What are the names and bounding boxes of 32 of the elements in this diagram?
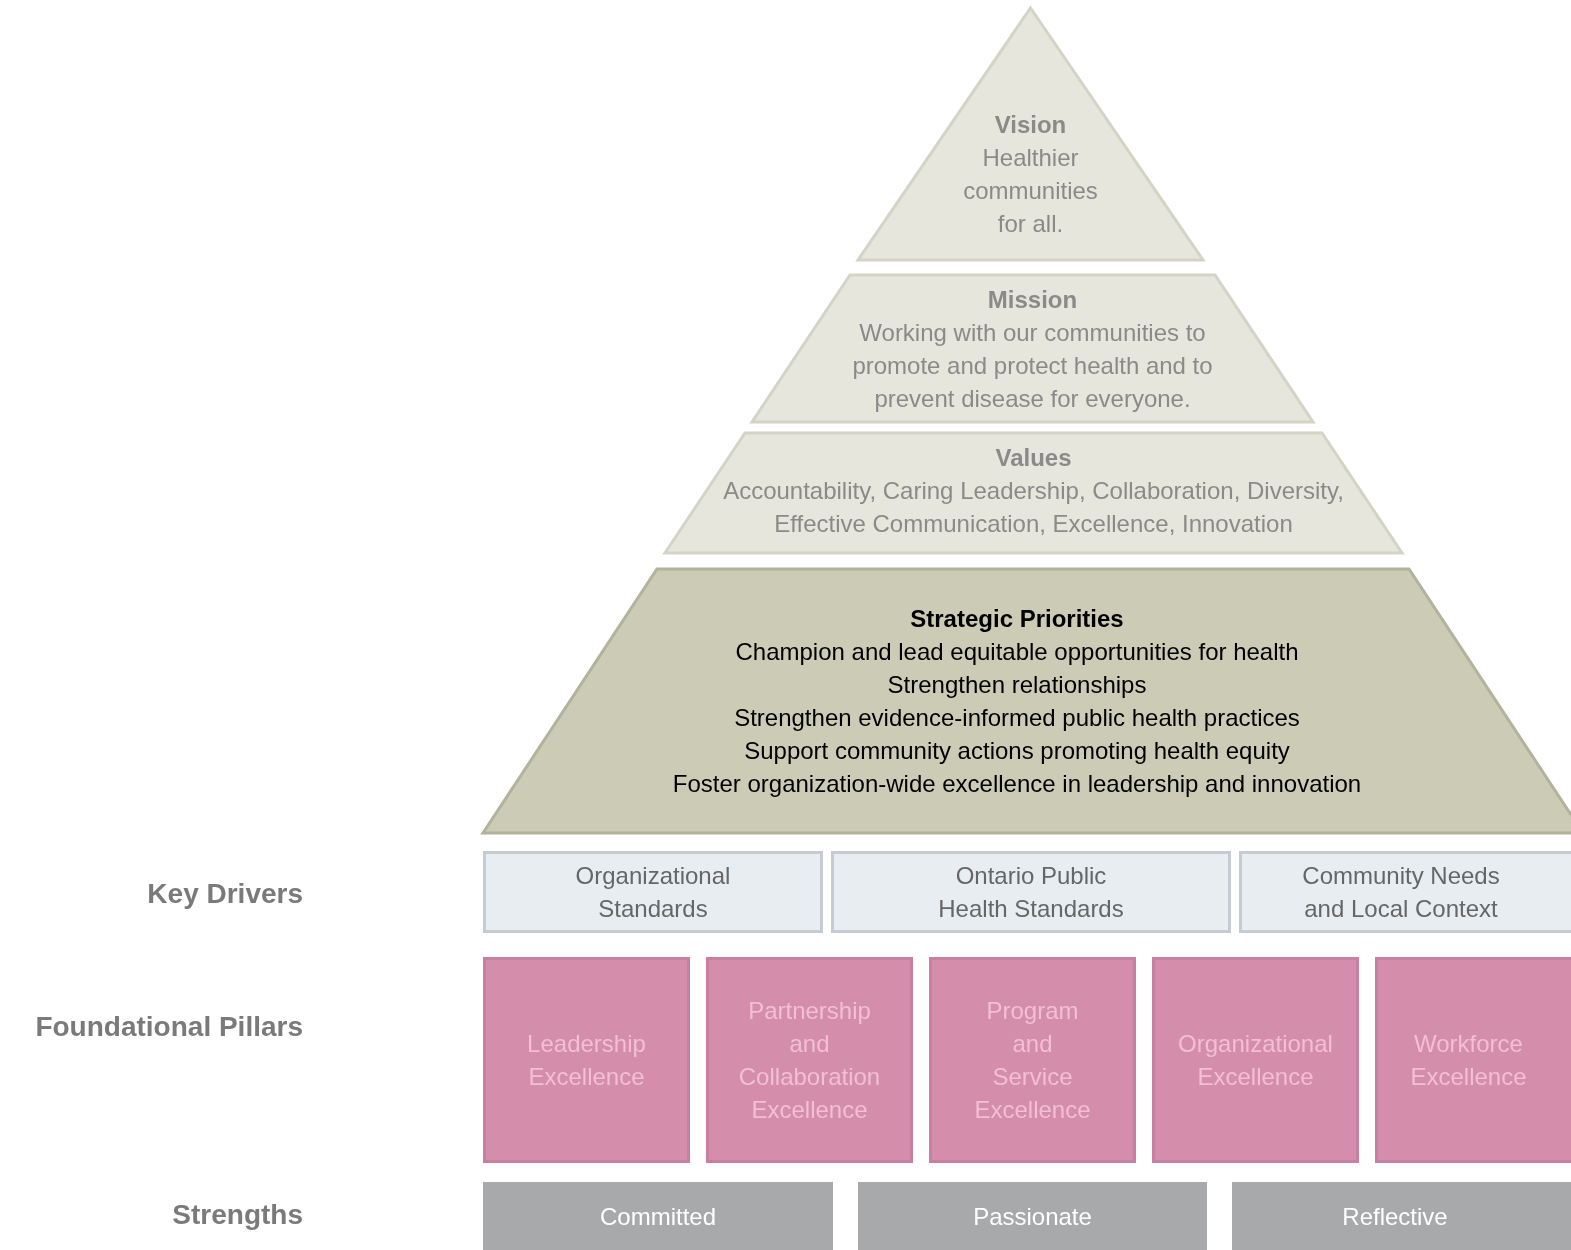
tier-text: Strengthen relationships: [887, 670, 1147, 700]
row-label: Strengths: [172, 1199, 303, 1231]
driver-box: [831, 851, 1231, 933]
strength-box: [858, 1182, 1207, 1250]
tier-heading: Vision: [994, 110, 1067, 140]
driver-box: [1239, 851, 1571, 933]
tier-text: Accountability, Caring Leadership, Collaboration, Diversity, Effective Communication, Excellence, Innovation: [722, 476, 1345, 539]
strength-box: [483, 1182, 833, 1250]
pillar-box: [929, 957, 1136, 1163]
pillar-box: [706, 957, 913, 1163]
box-label: Organizational Standards: [574, 861, 732, 924]
pillar-box: [1152, 957, 1359, 1163]
driver-box: [483, 851, 823, 933]
tier-heading: Mission: [987, 285, 1078, 315]
tier-text: Foster organization-wide excellence in leadership and innovation: [672, 769, 1362, 799]
box-label: Reflective: [1342, 1201, 1448, 1232]
strength-box: [1232, 1182, 1571, 1250]
tier-text: Strengthen evidence-informed public health practices: [734, 703, 1300, 733]
box-label: Ontario Public Health Standards: [937, 861, 1125, 924]
tier-heading: Strategic Priorities: [910, 604, 1124, 634]
row-label: Foundational Pillars: [35, 1011, 303, 1043]
row-label: Key Drivers: [147, 878, 303, 910]
box-label: Community Needs and Local Context: [1301, 861, 1501, 924]
tier-text: Healthier communities for all.: [962, 143, 1099, 239]
tier-text: Working with our communities to promote and protect health and to prevent disease for everyone.: [851, 318, 1214, 414]
box-label: Committed: [600, 1201, 716, 1232]
box-label: Passionate: [973, 1201, 1092, 1232]
tier-text: Champion and lead equitable opportunities for health: [735, 637, 1299, 667]
pillar-box: [1375, 957, 1571, 1163]
tier-text: Support community actions promoting health equity: [744, 736, 1290, 766]
tier-heading: Values: [995, 443, 1072, 473]
pillar-box: [483, 957, 690, 1163]
